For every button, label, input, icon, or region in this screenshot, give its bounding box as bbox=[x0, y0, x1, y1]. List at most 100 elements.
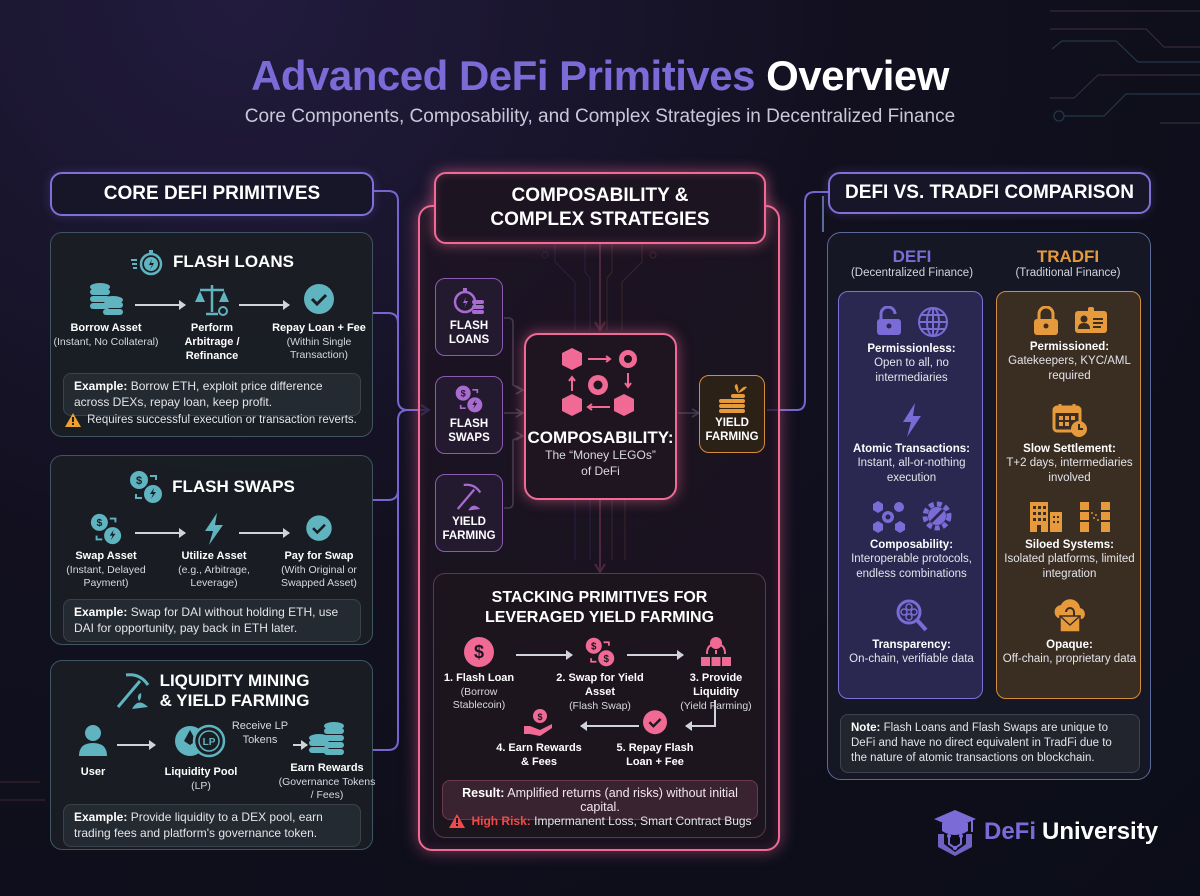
step-title: Earn Rewards bbox=[290, 761, 364, 774]
step-title: 1. Flash Loan bbox=[443, 672, 515, 685]
defi-feature-permissionless: Permissionless: Open to all, no intermed… bbox=[839, 306, 984, 385]
arrow-right bbox=[627, 650, 684, 660]
step-title: Utilize Asset bbox=[181, 550, 247, 563]
feature-title: Siloed Systems: bbox=[1025, 539, 1114, 551]
tradfi-column: Permissioned: Gatekeepers, KYC/AML requi… bbox=[996, 291, 1141, 699]
strategy-flow: $ 1. Flash Loan (Borrow Stablecoin) $ $ … bbox=[434, 628, 765, 768]
arrow-right bbox=[516, 650, 573, 660]
section-defi-vs-tradfi: DEFI VS. TRADFI COMPARISON bbox=[828, 172, 1151, 214]
defi-feature-transparency: Transparency: On-chain, verifiable data bbox=[839, 598, 984, 667]
step-utilize-asset: Utilize Asset (e.g., Arbitrage, Leverage… bbox=[169, 512, 259, 590]
pickaxe-icon bbox=[116, 673, 149, 710]
input-label-line1: FLASH bbox=[449, 320, 489, 333]
tradfi-subheading: (Traditional Finance) bbox=[1015, 267, 1121, 279]
magnifier-icon bbox=[896, 599, 927, 632]
graduation-cap-icon bbox=[934, 810, 976, 856]
flash-swaps-card: $ FLASH SWAPS $ Swap Asset (Instant, Del… bbox=[50, 455, 373, 645]
tradfi-feature-opaque: Opaque: Off-chain, proprietary data bbox=[997, 598, 1142, 667]
risk-note: High Risk: Impermanent Loss, Smart Contr… bbox=[434, 814, 767, 828]
step-title: Repay Loan + Fee bbox=[272, 322, 366, 335]
step-title: Borrow Asset bbox=[70, 322, 142, 335]
svg-text:$: $ bbox=[537, 712, 542, 722]
output-label-line2: FARMING bbox=[705, 431, 759, 443]
svg-text:$: $ bbox=[136, 475, 142, 487]
connector-line bbox=[714, 700, 716, 726]
swap-icon: $ $ bbox=[585, 637, 615, 667]
stack-step-4: $ 4. Earn Rewards & Fees bbox=[494, 708, 584, 770]
result-text: Amplified returns (and risks) without in… bbox=[507, 786, 738, 814]
step-title: 2. Swap for Yield Asset bbox=[556, 672, 644, 698]
card-title-line1: LIQUIDITY MINING bbox=[159, 671, 310, 690]
defi-heading: DEFI bbox=[892, 247, 932, 266]
note-label: Note: bbox=[851, 722, 881, 734]
scales-icon bbox=[195, 285, 229, 316]
feature-desc: Gatekeepers, KYC/AML required bbox=[1008, 355, 1131, 382]
step-desc: (Flash Swap) bbox=[569, 699, 631, 712]
step-title: 4. Earn Rewards & Fees bbox=[496, 742, 582, 768]
tradfi-column-header: TRADFI (Traditional Finance) bbox=[992, 247, 1144, 279]
card-header: $ FLASH SWAPS bbox=[51, 470, 372, 504]
flow-steps: $ Swap Asset (Instant, Delayed Payment) … bbox=[51, 512, 372, 612]
liquidity-mining-card: LIQUIDITY MINING & YIELD FARMING User LP… bbox=[50, 660, 375, 850]
step-arbitrage: Perform Arbitrage / Refinance bbox=[177, 282, 247, 363]
step-title: Perform Arbitrage / Refinance bbox=[184, 322, 240, 362]
liquidity-pool-icon: LP bbox=[175, 724, 226, 758]
stacking-title-line1: STACKING PRIMITIVES FOR bbox=[491, 589, 708, 606]
stack-step-2: $ $ 2. Swap for Yield Asset (Flash Swap) bbox=[542, 636, 658, 713]
tradfi-feature-siloed: Siloed Systems: Isolated platforms, limi… bbox=[997, 500, 1142, 581]
step-desc: (Yield Farming) bbox=[680, 699, 752, 712]
pickaxe-icon bbox=[456, 483, 482, 511]
card-title-line2: & YIELD FARMING bbox=[159, 691, 310, 711]
card-title: FLASH SWAPS bbox=[172, 477, 295, 496]
comparison-frame: DEFI (Decentralized Finance) TRADFI (Tra… bbox=[827, 232, 1151, 780]
step-earn-rewards: Earn Rewards (Governance Tokens / Fees) bbox=[277, 721, 377, 802]
step-desc: (Borrow Stablecoin) bbox=[452, 685, 506, 711]
step-title: Liquidity Pool bbox=[164, 765, 238, 778]
stacking-title: STACKING PRIMITIVES FOR LEVERAGED YIELD … bbox=[434, 588, 765, 628]
defi-subheading: (Decentralized Finance) bbox=[850, 267, 974, 279]
feature-desc: Instant, all-or-nothing execution bbox=[857, 457, 966, 484]
feature-title: Permissionless: bbox=[867, 343, 956, 355]
result-label: Result: bbox=[462, 786, 505, 800]
feature-title: Opaque: bbox=[1046, 639, 1093, 651]
step-desc: (Governance Tokens / Fees) bbox=[278, 775, 376, 801]
buildings-icon bbox=[1029, 502, 1062, 532]
input-label-line2: SWAPS bbox=[448, 432, 490, 444]
card-header: LIQUIDITY MINING & YIELD FARMING bbox=[51, 671, 372, 712]
checkmark-icon bbox=[306, 515, 332, 541]
feature-title: Slow Settlement: bbox=[1023, 443, 1116, 455]
card-header: FLASH LOANS bbox=[51, 248, 372, 276]
section-title-line2: COMPLEX STRATEGIES bbox=[490, 209, 710, 230]
warning-text: Requires successful execution or transac… bbox=[87, 414, 357, 426]
step-repay-loan: Repay Loan + Fee (Within Single Transact… bbox=[265, 282, 373, 362]
example-box: Example: Borrow ETH, exploit price diffe… bbox=[63, 373, 361, 417]
brand-name-part2: University bbox=[1042, 818, 1159, 845]
composability-hub: COMPOSABILITY: The “Money LEGOs” of DeFi bbox=[524, 333, 677, 500]
example-text: Swap for DAI without holding ETH, use DA… bbox=[74, 605, 339, 635]
arrow-left bbox=[685, 721, 716, 731]
stopwatch-icon bbox=[131, 250, 163, 276]
tradfi-feature-settlement: Slow Settlement: T+2 days, intermediarie… bbox=[997, 402, 1142, 485]
step-borrow-asset: Borrow Asset (Instant, No Collateral) bbox=[51, 282, 161, 349]
step-desc: (Instant, No Collateral) bbox=[53, 335, 159, 348]
defi-feature-atomic: Atomic Transactions: Instant, all-or-not… bbox=[839, 402, 984, 485]
checkmark-icon bbox=[304, 284, 334, 314]
checkmark-icon bbox=[643, 710, 667, 735]
svg-text:$: $ bbox=[604, 654, 610, 665]
defi-column: Permissionless: Open to all, no intermed… bbox=[838, 291, 983, 699]
arrow-right bbox=[117, 739, 156, 750]
result-box: Result: Amplified returns (and risks) wi… bbox=[442, 780, 758, 820]
step-liquidity-pool: LP Liquidity Pool (LP) bbox=[151, 724, 251, 793]
defi-column-header: DEFI (Decentralized Finance) bbox=[836, 247, 988, 279]
warning-icon bbox=[449, 814, 466, 828]
stacking-title-line2: LEVERAGED YIELD FARMING bbox=[484, 609, 715, 626]
brand-logo: DeFi University bbox=[932, 808, 1158, 856]
arrow-right bbox=[135, 300, 186, 310]
feature-desc: Off-chain, proprietary data bbox=[1002, 653, 1137, 666]
step-title: 5. Repay Flash Loan + Fee bbox=[616, 742, 694, 768]
coin-stack-icon bbox=[309, 721, 344, 755]
receive-lp-label: Receive LP Tokens bbox=[231, 719, 289, 746]
composability-subtitle-line1: The “Money LEGOs” bbox=[545, 448, 656, 462]
